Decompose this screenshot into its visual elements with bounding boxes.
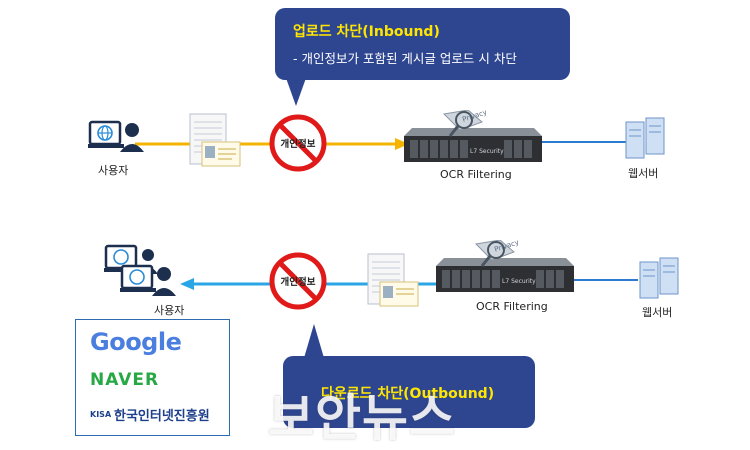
bottom-server-label: OCR Filtering (476, 300, 548, 313)
kisa-mark: KISA (90, 410, 112, 419)
inbound-callout-title: 업로드 차단(Inbound) (293, 24, 440, 40)
ocr-filtering-server-icon (436, 240, 574, 292)
web-server-icon (625, 117, 665, 159)
block-sign-icon (269, 252, 327, 310)
outbound-callout: 다운로드 차단(Outbound) (283, 356, 535, 428)
block-sign-label: 개인정보 (280, 277, 316, 288)
bottom-user-label: 사용자 (154, 304, 185, 317)
outbound-callout-title: 다운로드 차단(Outbound) (321, 386, 495, 402)
top-server-label: OCR Filtering (440, 168, 512, 181)
web-server-icon (639, 257, 679, 299)
partner-logos-box: Google NAVER KISA 한국인터넷진흥원 (75, 319, 230, 436)
top-webserver-label: 웹서버 (628, 167, 659, 180)
inbound-callout: 업로드 차단(Inbound) - 개인정보가 포함된 게시글 업로드 시 차단 (275, 8, 570, 80)
server-brand: L7 Security (470, 148, 504, 155)
naver-logo: NAVER (90, 370, 160, 390)
inbound-callout-pointer (286, 78, 306, 106)
watermark: 보안뉴스 (268, 389, 456, 447)
top-server-link (540, 141, 628, 143)
ocr-filtering-server-icon (404, 110, 542, 162)
server-brand: L7 Security (502, 278, 536, 285)
outbound-callout-pointer (304, 324, 324, 358)
bottom-webserver-label: 웹서버 (642, 306, 673, 319)
document-with-id-card-icon (367, 253, 419, 307)
top-user-label: 사용자 (98, 164, 129, 177)
inbound-callout-text: - 개인정보가 포함된 게시글 업로드 시 차단 (293, 51, 517, 66)
google-logo: Google (90, 328, 182, 356)
document-with-id-card-icon (189, 113, 241, 167)
user-laptop-icon (88, 120, 144, 152)
block-sign-icon (269, 114, 327, 172)
kisa-name: 한국인터넷진흥원 (114, 409, 210, 424)
block-sign-label: 개인정보 (280, 139, 316, 150)
users-laptop-icon (104, 244, 176, 296)
inbound-arrow (135, 138, 409, 150)
